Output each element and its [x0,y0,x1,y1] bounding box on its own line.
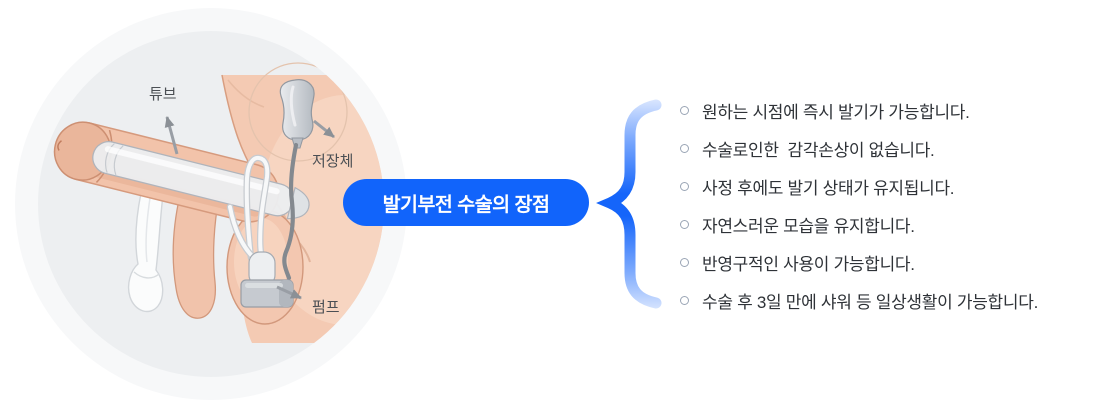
tube-arrow-icon [164,116,179,155]
reservoir-label: 저장체 [312,153,353,170]
benefit-text: 수술로인한 감각손상이 없습니다. [702,140,935,160]
benefit-item: 수술 후 3일 만에 샤워 등 일상생활이 가능합니다. [680,281,1038,319]
penile-cylinder [53,121,310,223]
pump-label: 펌프 [312,299,340,316]
benefits-list: 원하는 시점에 즉시 발기가 가능합니다. 수술로인한 감각손상이 없습니다. … [680,91,1038,319]
benefit-text: 원하는 시점에 즉시 발기가 가능합니다. [702,102,970,122]
reservoir-arrow-icon [313,119,335,139]
reservoir-tube [282,142,299,281]
title-badge: 발기부전 수술의 장점 [343,179,589,226]
benefit-item: 원하는 시점에 즉시 발기가 가능합니다. [680,91,1038,129]
benefit-text: 반영구적인 사용이 가능합니다. [702,254,915,274]
benefit-text: 자연스러운 모습을 유지합니다. [702,216,915,236]
bullet-circle-icon [680,181,689,191]
bullet-circle-icon [680,257,689,267]
benefit-item: 수술로인한 감각손상이 없습니다. [680,129,1038,167]
diagram-annotations: 튜브 저장체 펌프 [149,86,353,316]
benefit-item: 반영구적인 사용이 가능합니다. [680,243,1038,281]
implant-tubing [226,154,271,262]
bullet-circle-icon [680,295,689,305]
benefit-item: 자연스러운 모습을 유지합니다. [680,205,1038,243]
benefit-text: 수술 후 3일 만에 샤워 등 일상생활이 가능합니다. [702,292,1038,312]
benefit-item: 사정 후에도 발기 상태가 유지됩니다. [680,167,1038,205]
bullet-circle-icon [680,219,689,229]
brace-icon [596,99,662,309]
bullet-circle-icon [680,105,689,115]
flaccid-ghost-outline [127,192,164,313]
pump-arrow-icon [276,285,302,300]
benefit-text: 사정 후에도 발기 상태가 유지됩니다. [702,178,955,198]
tube-label: 튜브 [149,86,177,103]
bullet-circle-icon [680,143,689,153]
